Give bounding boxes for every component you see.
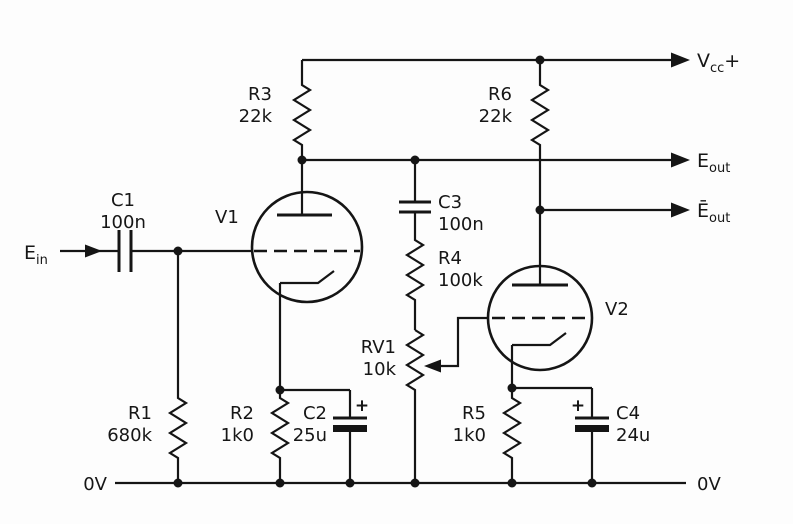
resistor-r4-symbol — [404, 212, 426, 330]
arrow-rv1-wiper-icon — [424, 359, 441, 373]
gnd-left-label: 0V — [83, 474, 107, 495]
r3-value-label: 22k — [239, 106, 273, 127]
eout-bar-label: Ēout — [697, 198, 730, 226]
r5-ref-label: R5 — [462, 403, 486, 424]
c3-ref-label: C3 — [438, 192, 462, 213]
r2-value-label: 1k0 — [221, 425, 254, 446]
tube-v2-cathode — [512, 332, 567, 347]
junction-dot — [173, 478, 183, 488]
c1-value-label: 100n — [100, 212, 146, 233]
vcc-label: Vcc+ — [697, 50, 740, 76]
c2-ref-label: C2 — [303, 403, 327, 424]
c3-value-label: 100n — [438, 214, 484, 235]
v1-label: V1 — [215, 207, 239, 228]
junction-dot — [345, 478, 355, 488]
junction-dot — [535, 205, 545, 215]
junction-dot — [410, 155, 420, 165]
c2-polarity-label: + — [355, 396, 369, 416]
r5-value-label: 1k0 — [453, 425, 486, 446]
arrow-eout-bar-icon — [671, 202, 690, 218]
tube-v1-envelope — [250, 190, 364, 304]
arrow-vcc-icon — [671, 52, 690, 68]
junction-dot — [410, 478, 420, 488]
gnd-right-label: 0V — [697, 474, 721, 495]
r6-ref-label: R6 — [488, 84, 512, 105]
c4-ref-label: C4 — [616, 403, 640, 424]
junction-dot — [275, 478, 285, 488]
r4-value-label: 100k — [438, 270, 483, 291]
v2-label: V2 — [605, 299, 629, 320]
capacitor-c2-plate-bottom — [333, 425, 367, 432]
resistor-r1-symbol — [167, 251, 189, 483]
junction-dot — [587, 478, 597, 488]
capacitor-c4-plate-bottom — [575, 425, 609, 432]
junction-dot — [275, 385, 285, 395]
arrow-input-icon — [85, 244, 102, 258]
eout-label: Eout — [697, 150, 730, 176]
junction-dot — [173, 246, 183, 256]
c1-ref-label: C1 — [111, 190, 135, 211]
wire-rv1-wiper-to-grid — [438, 316, 488, 368]
resistor-r2-symbol — [269, 390, 291, 483]
junction-dot — [535, 55, 545, 65]
c4-polarity-label: + — [571, 396, 585, 416]
resistor-r3-symbol — [291, 60, 313, 160]
r3-ref-label: R3 — [248, 84, 272, 105]
junction-dot — [297, 155, 307, 165]
r4-ref-label: R4 — [438, 248, 462, 269]
junction-dot — [507, 383, 517, 393]
junction-dot — [507, 478, 517, 488]
resistor-r5-symbol — [501, 388, 523, 483]
r1-value-label: 680k — [107, 425, 152, 446]
tube-v1-cathode — [280, 270, 335, 285]
r1-ref-label: R1 — [128, 403, 152, 424]
rv1-value-label: 10k — [363, 359, 397, 380]
arrow-eout-icon — [671, 152, 690, 168]
r2-ref-label: R2 — [230, 403, 254, 424]
r6-value-label: 22k — [479, 106, 513, 127]
potentiometer-rv1-symbol — [404, 329, 426, 483]
c4-value-label: 24u — [616, 425, 650, 446]
ein-label: Ein — [24, 242, 48, 268]
c2-value-label: 25u — [293, 425, 327, 446]
rv1-ref-label: RV1 — [361, 337, 396, 358]
resistor-r6-symbol — [529, 60, 551, 210]
